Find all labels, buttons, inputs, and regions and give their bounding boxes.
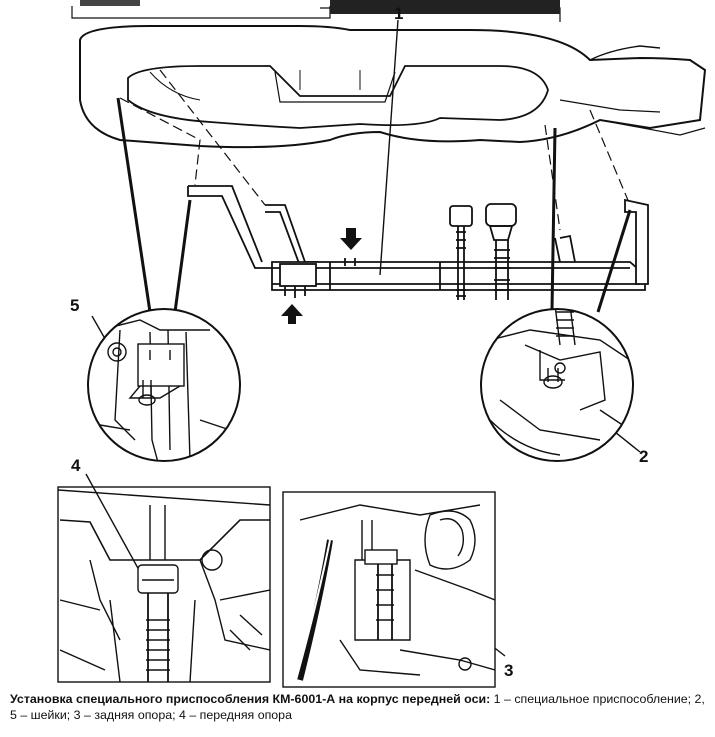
leader-lines xyxy=(116,97,632,313)
detail-circle-left xyxy=(87,308,241,462)
axle-housing-drawing xyxy=(71,0,707,231)
callout-1: 1 xyxy=(394,4,403,23)
caption-title: Установка специального приспособления КМ… xyxy=(10,692,491,706)
callout-4: 4 xyxy=(71,456,81,475)
detail-rear-support xyxy=(282,491,496,688)
figure-caption: Установка специального приспособления КМ… xyxy=(10,691,710,723)
detail-circle-right xyxy=(480,308,634,462)
special-tool-km-6001-a xyxy=(187,185,649,300)
callout-3: 3 xyxy=(504,661,513,680)
callout-5: 5 xyxy=(70,296,79,315)
detail-front-support xyxy=(57,486,271,683)
force-arrows xyxy=(281,228,362,324)
caption-text: 1 – специальное приспособление; 2, 5 – ш… xyxy=(10,692,705,722)
callout-2: 2 xyxy=(639,447,648,466)
